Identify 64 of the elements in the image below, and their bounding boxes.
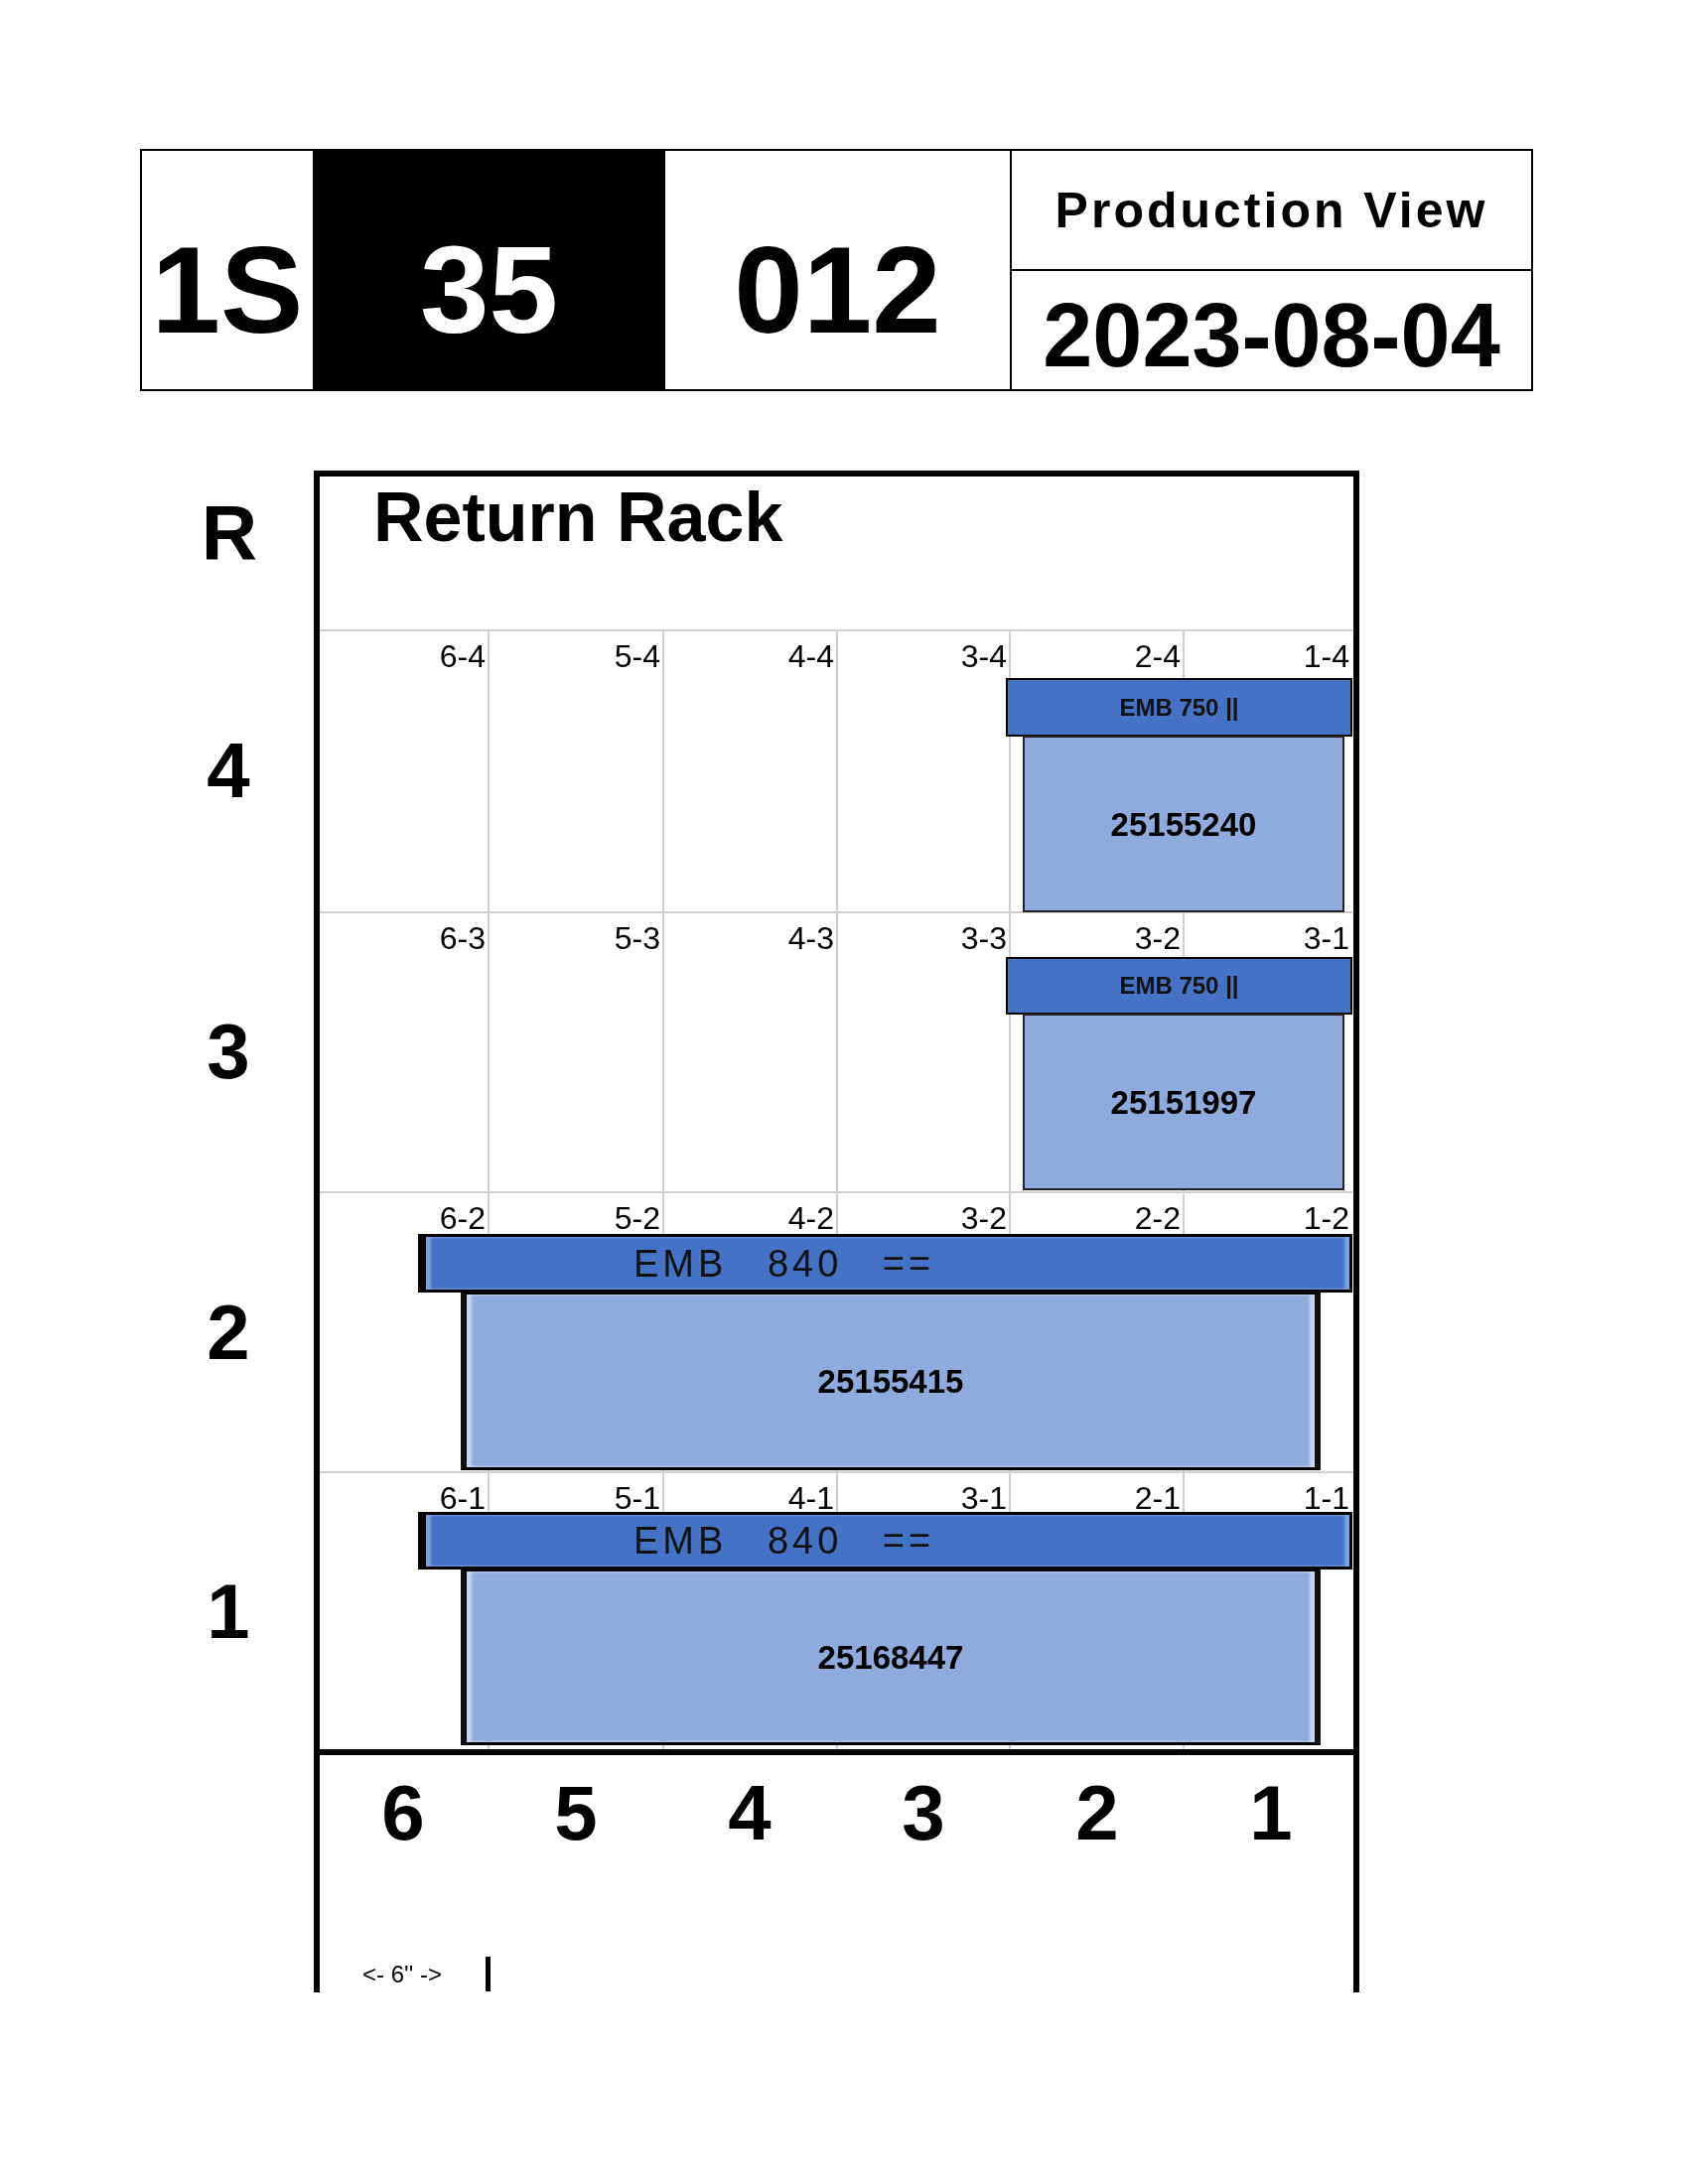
pallet-box xyxy=(461,1292,1321,1470)
row-letter: R xyxy=(201,493,258,571)
slot-label: 3-2 xyxy=(1134,922,1181,954)
slot-label: 3-4 xyxy=(960,640,1007,672)
column-number: 2 xyxy=(1075,1774,1119,1851)
slot-label: 4-4 xyxy=(787,640,834,672)
slot-label: 6-2 xyxy=(439,1202,486,1234)
slot-label: 2-2 xyxy=(1134,1202,1181,1234)
slot-label: 5-4 xyxy=(614,640,660,672)
row-number: 3 xyxy=(207,1013,250,1090)
pallet-label: EMB 750 || xyxy=(1119,695,1239,720)
header-cell xyxy=(663,149,1012,391)
date-text: 2023-08-04 xyxy=(1043,290,1500,380)
pallet-number: 25155240 xyxy=(1110,807,1257,841)
pallet-label-bar xyxy=(418,1234,1352,1293)
column-number: 3 xyxy=(902,1774,945,1851)
rack-frame xyxy=(314,471,1359,1992)
slot-label: 1-4 xyxy=(1303,640,1349,672)
column-number: 4 xyxy=(728,1774,772,1851)
pallet-label-bar xyxy=(418,1512,1352,1570)
column-number: 6 xyxy=(381,1774,425,1851)
slot-label: 2-1 xyxy=(1134,1482,1181,1514)
pallet-label: EMB 750 || xyxy=(1119,974,1239,998)
column-number: 1 xyxy=(1249,1774,1293,1851)
row-number: 4 xyxy=(207,732,250,809)
pallet-box xyxy=(1023,736,1344,912)
header-code: 35 xyxy=(419,226,558,351)
pallet-label-bar xyxy=(1006,678,1352,737)
slot-label: 3-1 xyxy=(1303,922,1349,954)
slot-label: 3-3 xyxy=(960,922,1007,954)
slot-label: 3-1 xyxy=(960,1482,1007,1514)
slot-label: 6-3 xyxy=(439,922,486,954)
slot-label: 2-4 xyxy=(1134,640,1181,672)
header-cell xyxy=(1010,149,1533,271)
slot-label: 4-3 xyxy=(787,922,834,954)
slot-label: 3-2 xyxy=(960,1202,1007,1234)
dimension-label: <- 6'' -> xyxy=(362,1963,442,1986)
pallet-box xyxy=(1023,1014,1344,1190)
pallet-label: EMB 840 == xyxy=(633,1244,935,1283)
column-number: 5 xyxy=(554,1774,598,1851)
slot-label: 1-2 xyxy=(1303,1202,1349,1234)
rack-title: Return Rack xyxy=(373,482,783,552)
header-code: 012 xyxy=(734,226,941,351)
slot-label: 5-1 xyxy=(614,1482,660,1514)
slot-label: 4-2 xyxy=(787,1202,834,1234)
slot-label: 1-1 xyxy=(1303,1482,1349,1514)
slot-label: 4-1 xyxy=(787,1482,834,1514)
row-number: 2 xyxy=(207,1294,250,1371)
header-cell xyxy=(1010,269,1533,391)
view-title: Production View xyxy=(1055,185,1488,235)
slot-label: 6-1 xyxy=(439,1482,486,1514)
row-number: 1 xyxy=(207,1572,250,1650)
header-code: 1S xyxy=(151,226,304,351)
slot-label: 6-4 xyxy=(439,640,486,672)
pallet-number: 25155415 xyxy=(817,1364,964,1398)
header-cell xyxy=(140,149,315,391)
pallet-label-bar xyxy=(1006,957,1352,1015)
slot-label: 5-3 xyxy=(614,922,660,954)
pallet-number: 25151997 xyxy=(1110,1085,1257,1119)
pallet-label: EMB 840 == xyxy=(633,1522,935,1560)
highlighted-header-cell xyxy=(313,149,665,391)
slot-label: 5-2 xyxy=(614,1202,660,1234)
pallet-box xyxy=(461,1569,1321,1745)
pallet-number: 25168447 xyxy=(817,1640,964,1674)
